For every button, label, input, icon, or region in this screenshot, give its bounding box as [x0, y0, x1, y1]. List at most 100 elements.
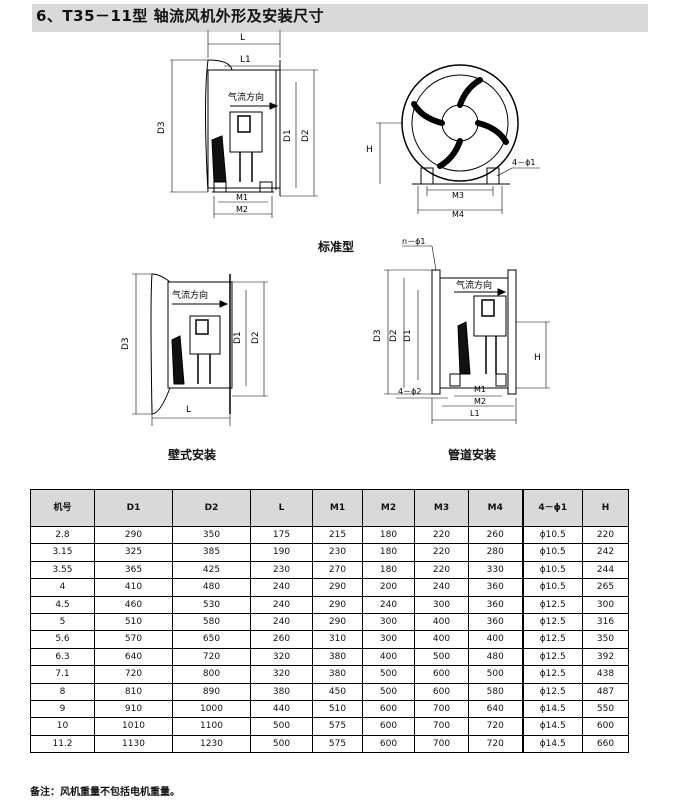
table-cell: 242: [582, 543, 629, 562]
footnote: 备注：风机重量不包括电机重量。: [30, 787, 180, 798]
table-cell: 500: [362, 682, 415, 702]
table-cell: ϕ12.5: [521, 682, 583, 702]
table-cell: ϕ10.5: [521, 578, 583, 597]
table-cell: 500: [468, 665, 523, 684]
table-cell: 220: [414, 543, 469, 562]
table-cell: 600: [362, 734, 415, 754]
table-cell: 480: [468, 647, 523, 667]
std-D3-label: D3: [157, 121, 167, 134]
table-cell: 240: [250, 613, 313, 632]
wall-L-label: L: [186, 405, 191, 415]
table-cell: 6.3: [30, 647, 95, 667]
table-cell: ϕ12.5: [521, 665, 583, 684]
table-cell: ϕ14.5: [521, 734, 583, 754]
table-cell: 220: [414, 525, 469, 545]
table-cell: 640: [468, 700, 523, 719]
table-header-cell: M2: [362, 489, 415, 527]
duct-hole2-label: 4－ϕ2: [398, 387, 421, 396]
table-cell: 700: [414, 734, 469, 754]
table-cell: ϕ12.5: [521, 630, 583, 649]
front-M3-label: M3: [452, 191, 464, 200]
table-cell: 8: [30, 682, 95, 702]
table-cell: 325: [94, 543, 173, 562]
table-cell: 890: [172, 682, 251, 702]
standard-side-view: L L1 气流方向 D3 D1 D2 M1 M2: [157, 30, 318, 218]
table-cell: 240: [250, 578, 313, 597]
table-cell: 11.2: [30, 734, 95, 754]
table-cell: 380: [250, 682, 313, 702]
table-cell: 190: [250, 543, 313, 562]
table-cell: 720: [468, 717, 523, 736]
table-cell: 320: [250, 665, 313, 684]
table-cell: 410: [94, 578, 173, 597]
std-M2-label: M2: [236, 205, 248, 214]
duct-nhole-label: n－ϕ1: [402, 237, 425, 246]
wall-D1-label: D1: [233, 331, 243, 344]
table-cell: 200: [362, 578, 415, 597]
duct-M2-label: M2: [474, 397, 486, 406]
table-cell: 290: [94, 525, 173, 545]
front-H-label: H: [366, 145, 373, 155]
table-cell: 500: [250, 734, 313, 754]
table-cell: ϕ12.5: [521, 613, 583, 632]
table-cell: 460: [94, 595, 173, 615]
table-cell: 440: [250, 700, 313, 719]
table-cell: 580: [172, 613, 251, 632]
page-title: 6、T35－11型 轴流风机外形及安装尺寸: [36, 7, 325, 25]
table-cell: 1100: [172, 717, 251, 736]
table-cell: 910: [94, 700, 173, 719]
duct-D2-label: D2: [389, 329, 399, 342]
table-cell: 380: [312, 647, 363, 667]
table-header-cell: D2: [172, 489, 251, 527]
duct-D3-label: D3: [373, 329, 383, 342]
table-header-cell: M3: [414, 489, 469, 527]
table-cell: 438: [582, 665, 629, 684]
table-cell: 700: [414, 717, 469, 736]
table-cell: ϕ10.5: [521, 560, 583, 580]
table-cell: 600: [362, 717, 415, 736]
std-D1-label: D1: [283, 129, 293, 142]
table-cell: 350: [172, 525, 251, 545]
table-cell: 300: [362, 613, 415, 632]
table-cell: ϕ10.5: [521, 543, 583, 562]
table-cell: 385: [172, 543, 251, 562]
table-cell: 270: [312, 560, 363, 580]
caption-duct: 管道安装: [448, 448, 497, 462]
table-cell: 244: [582, 560, 629, 580]
table-cell: 600: [414, 665, 469, 684]
caption-wall: 壁式安装: [168, 448, 217, 462]
table-cell: 392: [582, 647, 629, 667]
table-header-cell: D1: [94, 489, 173, 527]
table-cell: 260: [250, 630, 313, 649]
table-cell: 510: [94, 613, 173, 632]
table-cell: 5: [30, 613, 95, 632]
duct-L1-label: L1: [470, 409, 480, 418]
table-cell: 4.5: [30, 595, 95, 615]
std-M1-label: M1: [236, 193, 248, 202]
wall-D3-label: D3: [121, 337, 131, 350]
table-cell: 230: [250, 560, 313, 580]
table-cell: 350: [582, 630, 629, 649]
table-cell: 300: [362, 630, 415, 649]
table-cell: ϕ12.5: [521, 647, 583, 667]
table-cell: 316: [582, 613, 629, 632]
table-cell: 425: [172, 560, 251, 580]
table-cell: 575: [312, 734, 363, 754]
table-cell: 600: [414, 682, 469, 702]
table-cell: 570: [94, 630, 173, 649]
table-header-cell: M4: [468, 489, 523, 527]
table-header-cell: H: [582, 489, 629, 527]
table-cell: 3.55: [30, 560, 95, 580]
table-cell: 500: [414, 647, 469, 667]
